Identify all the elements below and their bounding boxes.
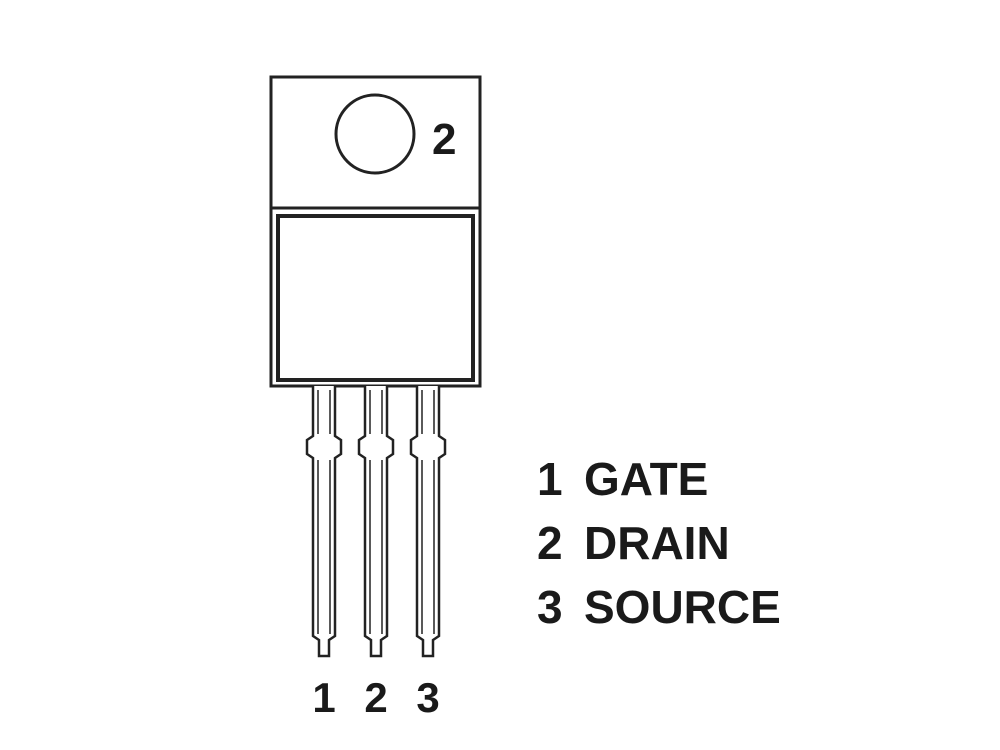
legend-number-1: 1 — [537, 453, 563, 505]
legend-name-gate: GATE — [584, 453, 708, 505]
tab-pin-label: 2 — [432, 115, 456, 164]
lead-1 — [305, 386, 343, 658]
legend-number-3: 3 — [537, 581, 563, 633]
mounting-hole — [334, 93, 416, 175]
pin-numbers: 1 2 3 — [312, 674, 439, 721]
legend-name-source: SOURCE — [584, 581, 781, 633]
legend-name-drain: DRAIN — [584, 517, 730, 569]
lead-2 — [357, 386, 395, 658]
legend-number-2: 2 — [537, 517, 563, 569]
pin-legend: 1 GATE 2 DRAIN 3 SOURCE — [537, 453, 781, 633]
pin-number-1: 1 — [312, 674, 335, 721]
package-body — [269, 206, 482, 388]
pin-number-2: 2 — [364, 674, 387, 721]
mounting-tab: 2 — [269, 75, 482, 212]
pin-number-3: 3 — [416, 674, 439, 721]
lead-3 — [409, 386, 447, 658]
